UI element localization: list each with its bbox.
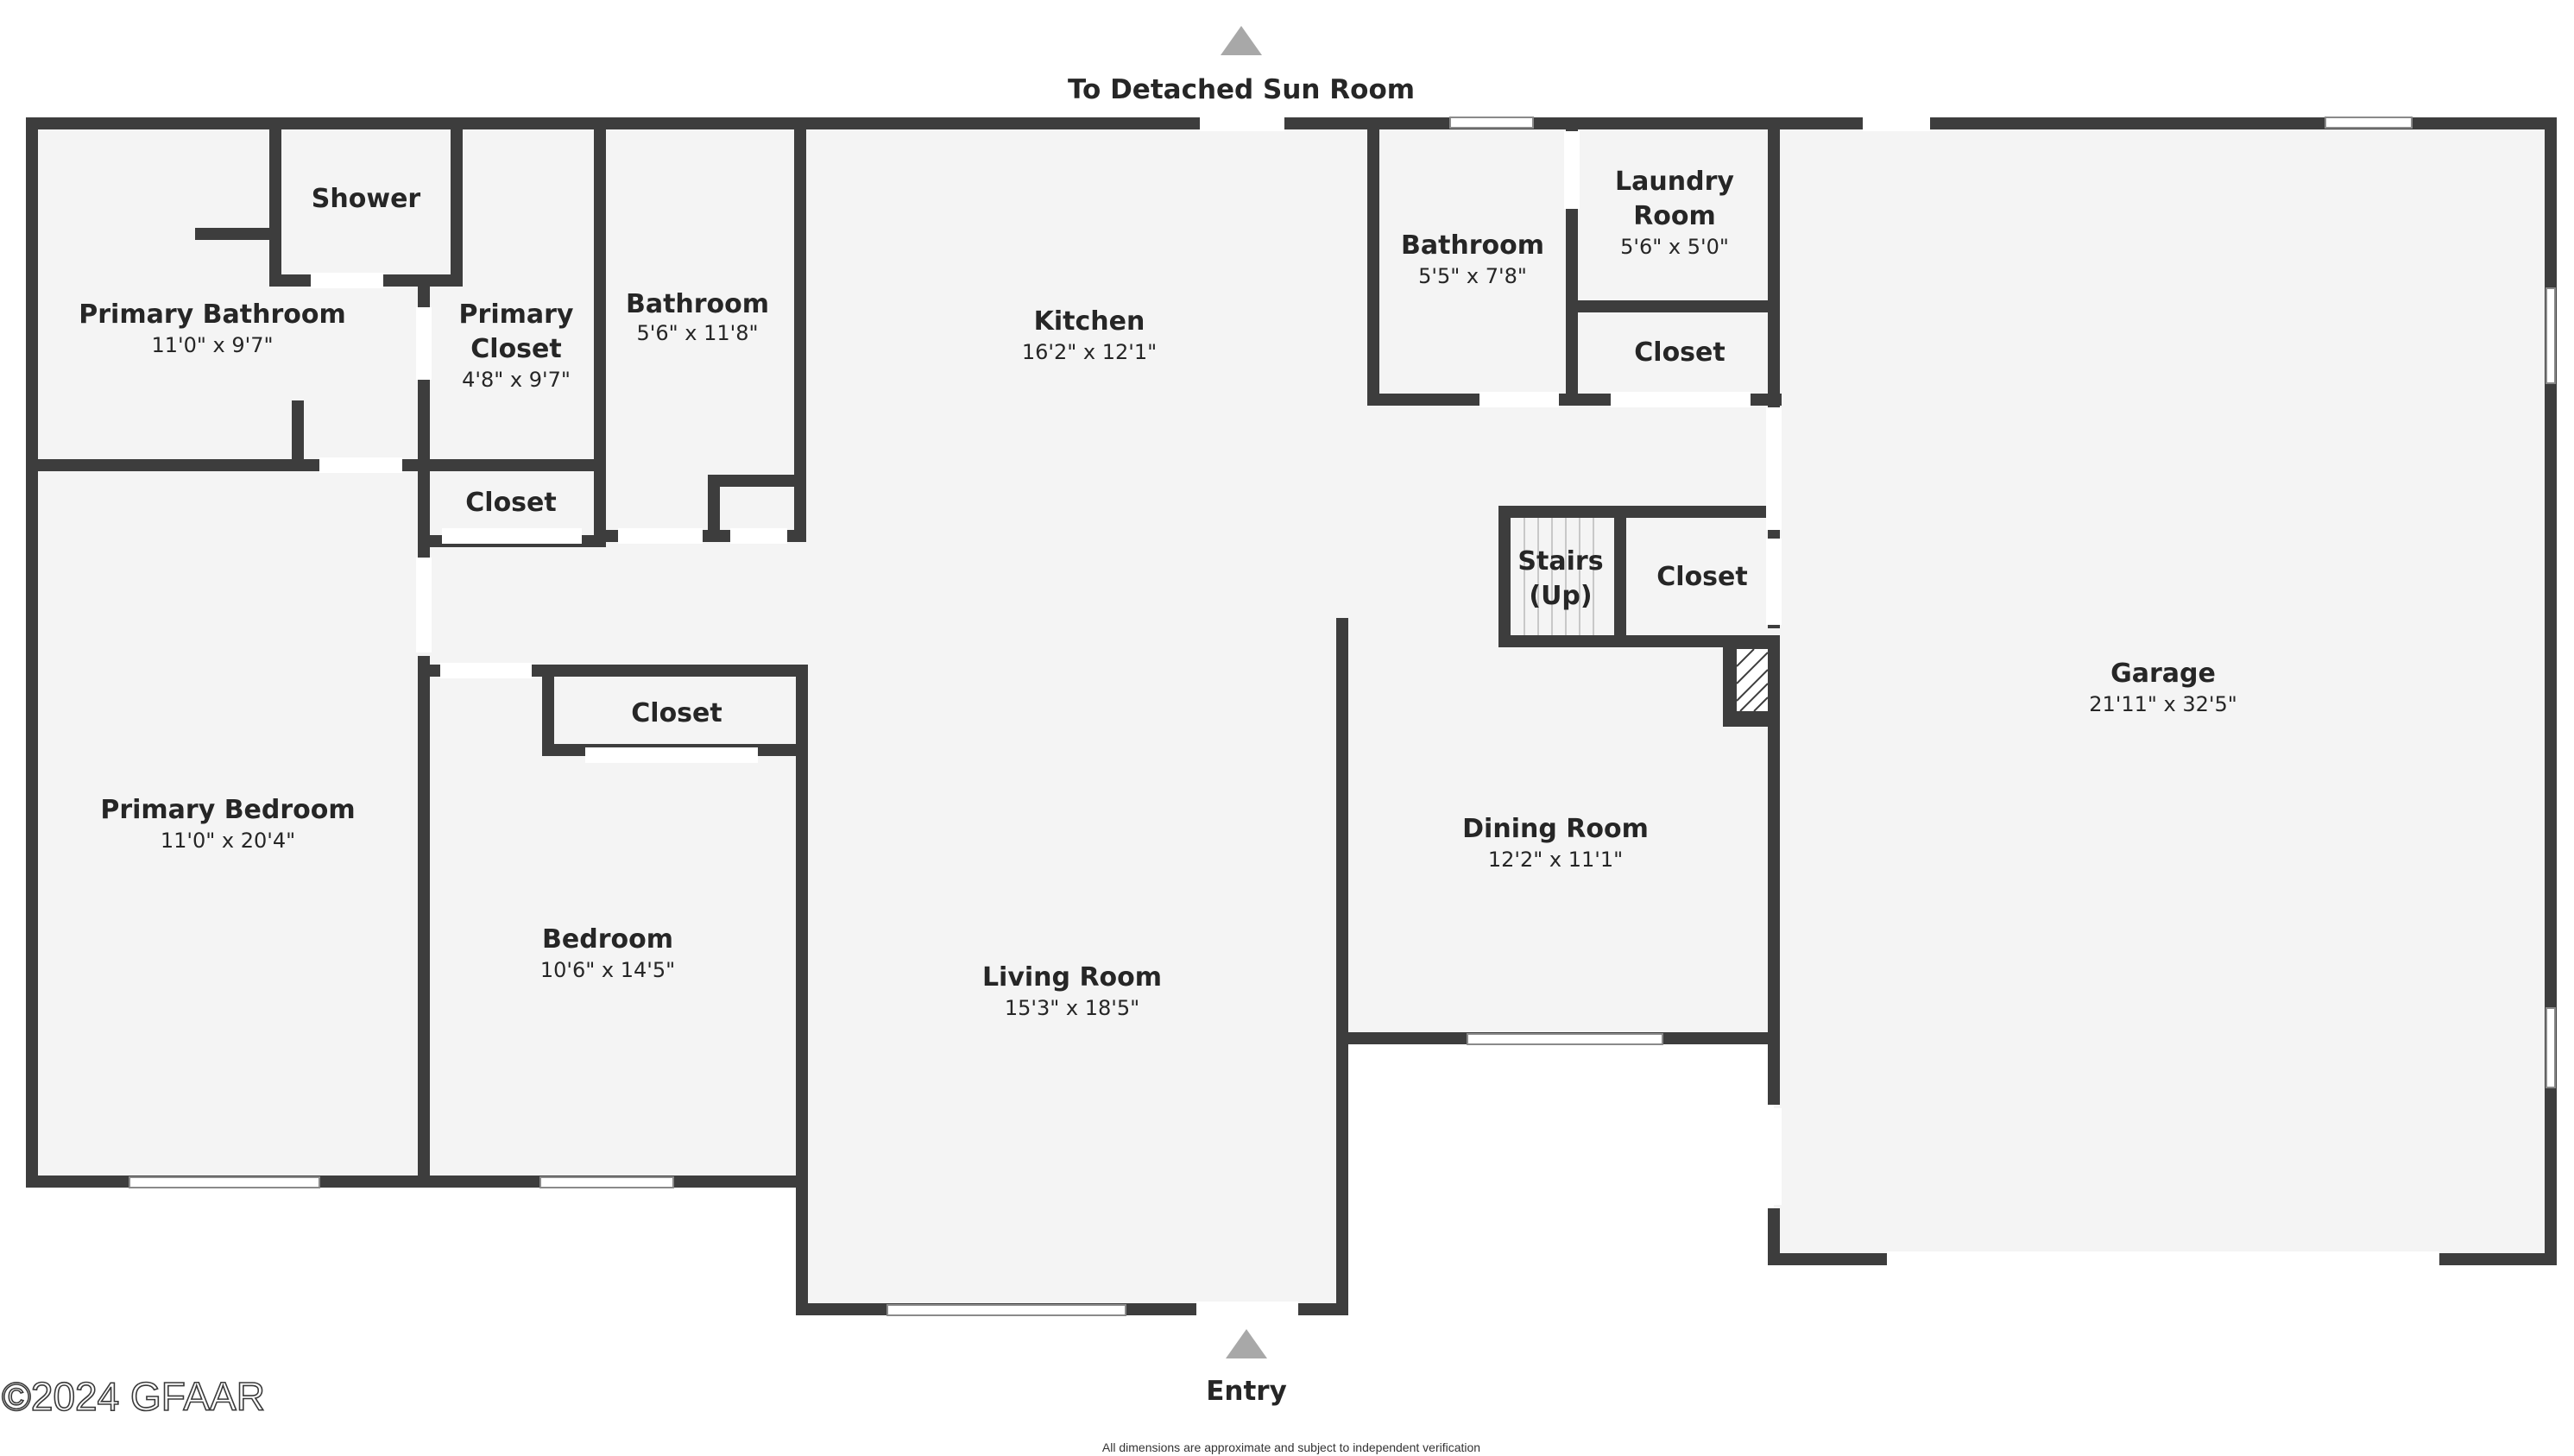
living-room-name: Living Room	[982, 962, 1162, 993]
laundry-room-name-line1: Laundry	[1615, 167, 1734, 197]
stairs-name-line2: (Up)	[1529, 581, 1592, 611]
closet-laundry-name: Closet	[1634, 337, 1725, 368]
bedroom-dim: 10'6" x 14'5"	[540, 958, 675, 982]
closet-bedroom-name: Closet	[631, 698, 722, 728]
primary-closet-name-line1: Primary	[459, 299, 574, 330]
laundry-room-name-line2: Room	[1633, 201, 1716, 231]
dining-room-dim: 12'2" x 11'1"	[1488, 848, 1623, 872]
living-room-dim: 15'3" x 18'5"	[1005, 996, 1139, 1020]
entry-arrow-icon	[1226, 1329, 1267, 1358]
primary-bathroom-dim: 11'0" x 9'7"	[151, 333, 273, 357]
chimney-hatch	[1736, 648, 1769, 712]
bedroom-name: Bedroom	[542, 924, 673, 955]
garage-name: Garage	[2110, 659, 2216, 689]
primary-bedroom-name: Primary Bedroom	[100, 795, 355, 825]
dining-room-name: Dining Room	[1462, 814, 1649, 844]
disclaimer-text: All dimensions are approximate and subje…	[1102, 1440, 1480, 1454]
top-direction-label: To Detached Sun Room	[1068, 74, 1415, 105]
kitchen-name: Kitchen	[1034, 306, 1145, 337]
door-openings	[311, 116, 2439, 1317]
bathroom-1-name: Bathroom	[626, 289, 769, 319]
laundry-room-dim: 5'6" x 5'0"	[1620, 235, 1729, 259]
primary-bathroom-name: Primary Bathroom	[79, 299, 345, 330]
kitchen-dim: 16'2" x 12'1"	[1022, 340, 1157, 364]
primary-bedroom-dim: 11'0" x 20'4"	[161, 829, 295, 853]
primary-closet-name-line2: Closet	[470, 334, 561, 364]
bathroom-2-name: Bathroom	[1401, 230, 1544, 261]
shower-name: Shower	[312, 184, 421, 214]
stair-treads	[1511, 518, 1614, 635]
closet-hall-name: Closet	[465, 488, 556, 518]
garage-dim: 21'11" x 32'5"	[2089, 692, 2237, 716]
primary-closet-dim: 4'8" x 9'7"	[462, 368, 571, 392]
up-arrow-icon	[1221, 26, 1262, 55]
entry-label: Entry	[1206, 1376, 1287, 1407]
bathroom-1-dim: 5'6" x 11'8"	[636, 321, 758, 345]
copyright-text: ©2024 GFAAR	[2, 1374, 265, 1419]
windows	[129, 117, 2556, 1316]
bathroom-2-dim: 5'5" x 7'8"	[1418, 264, 1527, 288]
floor-fill	[30, 123, 2557, 1312]
closet-stairs-name: Closet	[1656, 562, 1747, 592]
stairs-name-line1: Stairs	[1517, 546, 1603, 577]
